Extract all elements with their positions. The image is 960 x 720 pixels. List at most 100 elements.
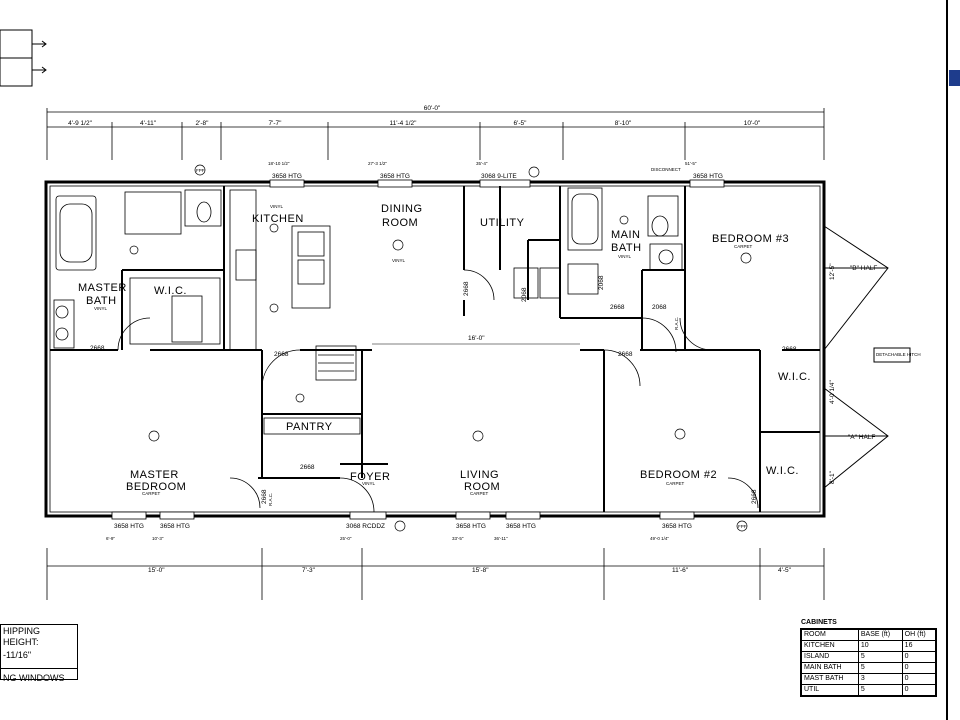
light-fixtures xyxy=(129,164,752,532)
bottom-dim-3: 15'-8" xyxy=(472,567,489,574)
bottom-dim-4: 11'-6" xyxy=(672,567,689,574)
overall-width-label: 60'-0" xyxy=(424,105,441,112)
room-pantry: PANTRY xyxy=(286,421,333,433)
hitch-halves xyxy=(823,225,911,489)
window-code-4: 3658 HTG xyxy=(693,173,723,180)
right-dim-1: 12'-5" xyxy=(829,263,836,280)
window-pos-1: 18'-10 1/2" xyxy=(268,161,290,166)
cell: 0 xyxy=(901,662,937,674)
note-vinyl-kitchen: VINYL xyxy=(270,204,284,209)
cell: 5 xyxy=(857,684,903,696)
cell: 0 xyxy=(901,684,937,696)
bottom-window-5: 3658 HTG xyxy=(506,523,536,530)
door-code-4: 2668 xyxy=(610,304,625,311)
room-master-bath: MASTER xyxy=(78,282,127,294)
bottom-pos-6: 49'-0 1/4" xyxy=(650,536,669,541)
room-main-bath-2: BATH xyxy=(611,242,642,254)
note-rac-2: R.A.C. xyxy=(268,493,273,506)
note-rac-1: R.A.C. xyxy=(674,317,679,330)
cabinets-caption: CABINETS xyxy=(801,619,837,626)
window-pos-2: 27'-3 1/2" xyxy=(368,161,387,166)
dimension-lines-bottom xyxy=(46,548,825,600)
cell: 10 xyxy=(857,640,903,652)
room-living-2: ROOM xyxy=(464,481,500,493)
bottom-dim-1: 15'-0" xyxy=(148,567,165,574)
room-master-wic: W.I.C. xyxy=(154,285,187,297)
header-room: ROOM xyxy=(801,629,859,641)
cell: 3 xyxy=(857,673,903,685)
cell: MAIN BATH xyxy=(801,662,859,674)
top-dim-8: 10'-0" xyxy=(744,120,761,127)
room-kitchen: KITCHEN xyxy=(252,213,304,225)
note-vinyl-dining: VINYL xyxy=(392,258,406,263)
room-main-bath: MAIN xyxy=(611,229,641,241)
note-vinyl-foyer: VINYL xyxy=(362,481,376,486)
bottom-window-3: 3068 RCDDZ xyxy=(346,523,385,530)
bottom-window-6: 3658 HTG xyxy=(662,523,692,530)
bottom-dim-2: 7'-3" xyxy=(302,567,316,574)
door-code-8: 2668 xyxy=(261,489,268,504)
half-a-label: "A" HALF xyxy=(848,434,875,441)
logo-fragment xyxy=(949,70,960,86)
legend-boxes xyxy=(0,29,47,87)
interior-walls xyxy=(50,186,820,512)
bottom-pos-3: 25'-0" xyxy=(340,536,352,541)
cell: KITCHEN xyxy=(801,640,859,652)
window-pos-4: 51'-5" xyxy=(685,161,697,166)
bottom-pos-5: 36'-11" xyxy=(494,536,508,541)
door-code-12: 2068 xyxy=(652,304,667,311)
door-code-9: 2668 xyxy=(751,489,758,504)
half-b-label: "B" HALF xyxy=(850,265,877,272)
cell: 16 xyxy=(901,640,937,652)
bottom-dim-5: 4'-5" xyxy=(778,567,792,574)
cell: ISLAND xyxy=(801,651,859,663)
note-carpet-living: CARPET xyxy=(470,491,489,496)
shipping-height-box: HIPPING HEIGHT: -11/16" NG WINDOWS xyxy=(0,624,78,683)
bottom-pos-2: 10'-3" xyxy=(152,536,164,541)
bottom-pos-4: 33'-5" xyxy=(452,536,464,541)
disconnect-label: DISCONNECT xyxy=(651,167,681,172)
room-dining-2: ROOM xyxy=(382,217,418,229)
cell: UTIL xyxy=(801,684,859,696)
top-dim-4: 7'-7" xyxy=(269,120,283,127)
note-vinyl-bath: VINYL xyxy=(618,254,632,259)
right-dim-2: 4'-0 1/4" xyxy=(829,380,836,404)
room-dining: DINING xyxy=(381,203,423,215)
top-dim-3: 2'-8" xyxy=(196,120,210,127)
bottom-window-2: 3658 HTG xyxy=(160,523,190,530)
room-master-bedroom-2: BEDROOM xyxy=(126,481,186,493)
note-carpet-b2: CARPET xyxy=(666,481,685,486)
room-bedroom-2: BEDROOM #2 xyxy=(640,469,717,481)
window-pos-3: 35'-4" xyxy=(476,161,488,166)
right-dim-3: 8'-1" xyxy=(829,470,836,484)
bottom-pos-1: 6'-9" xyxy=(106,536,115,541)
shipping-line-3: NG WINDOWS xyxy=(1,668,77,685)
room-bedroom-3: BEDROOM #3 xyxy=(712,233,789,245)
note-fpf-2: FPF xyxy=(738,524,747,529)
hitch-label: DETACHABLE HITCH xyxy=(876,352,921,357)
window-code-3: 3068 9-LITE xyxy=(481,173,517,180)
room-wic-bedroom2: W.I.C. xyxy=(766,465,799,477)
shipping-line-1: HIPPING HEIGHT: xyxy=(3,626,41,647)
table-header-row: ROOM BASE (ft) OH (ft) xyxy=(801,629,937,641)
note-vinyl-mbath: VINYL xyxy=(94,306,108,311)
door-code-10: 2068 xyxy=(521,287,528,302)
cell: 5 xyxy=(857,662,903,674)
door-code-2: 2668 xyxy=(274,351,289,358)
door-code-1: 2668 xyxy=(90,345,105,352)
door-code-11: 2068 xyxy=(598,275,605,290)
door-code-6: 2668 xyxy=(300,464,315,471)
bottom-window-1: 3658 HTG xyxy=(114,523,144,530)
room-wic-bedroom3: W.I.C. xyxy=(778,371,811,383)
bottom-window-4: 3658 HTG xyxy=(456,523,486,530)
door-code-7: 2668 xyxy=(463,281,470,296)
room-master-bath-2: BATH xyxy=(86,295,117,307)
room-living: LIVING xyxy=(460,469,499,481)
door-code-3: 2668 xyxy=(618,351,633,358)
